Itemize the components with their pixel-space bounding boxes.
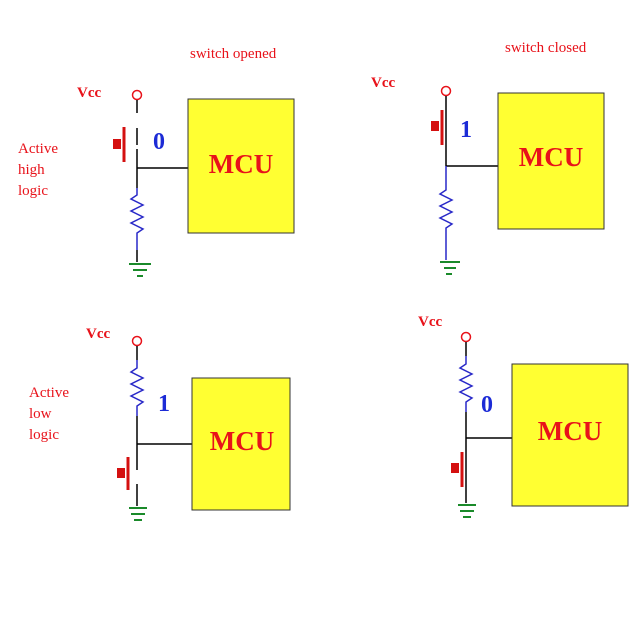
label-active-high: Active high logic <box>18 141 58 199</box>
resistor <box>438 166 454 260</box>
vcc-terminal <box>131 335 143 347</box>
ground-symbol <box>458 504 476 518</box>
vcc-label: Vcc <box>418 314 442 330</box>
mcu-label: MCU <box>519 142 583 172</box>
push-button-switch-closed <box>431 110 444 145</box>
logic-state: 1 <box>460 117 472 143</box>
active-low-line-3: logic <box>29 427 59 443</box>
caption-switch-opened: switch opened <box>190 46 277 62</box>
vcc-terminal <box>460 331 472 343</box>
mcu-box <box>187 98 295 234</box>
circuit-active-low-switch-closed: Vcc 0 MCU <box>418 314 629 518</box>
vcc-label: Vcc <box>77 85 101 101</box>
label-active-low: Active low logic <box>29 385 69 443</box>
vcc-terminal <box>440 85 452 97</box>
circuit-active-low-switch-opened: Vcc 1 MCU <box>86 326 291 521</box>
active-low-line-1: Active <box>29 385 69 401</box>
logic-state: 0 <box>481 392 493 418</box>
active-high-line-1: Active <box>18 141 58 157</box>
caption-switch-closed: switch closed <box>505 40 587 56</box>
mcu-box <box>511 363 629 507</box>
ground-symbol <box>129 507 147 521</box>
active-high-line-2: high <box>18 162 45 178</box>
mcu-label: MCU <box>210 426 274 456</box>
circuit-active-high-switch-opened: Vcc 0 MCU <box>77 85 295 277</box>
ground-symbol <box>129 263 151 277</box>
active-high-line-3: logic <box>18 183 48 199</box>
resistor <box>458 356 474 412</box>
resistor <box>129 188 145 250</box>
push-button-switch-open <box>117 457 130 490</box>
ground-symbol <box>440 261 460 275</box>
active-low-line-2: low <box>29 406 52 422</box>
logic-state: 0 <box>153 129 165 155</box>
vcc-label: Vcc <box>371 75 395 91</box>
vcc-terminal <box>131 89 143 101</box>
logic-state: 1 <box>158 391 170 417</box>
push-button-switch-open <box>113 127 138 162</box>
mcu-box <box>497 92 605 230</box>
mcu-box <box>191 377 291 511</box>
vcc-label: Vcc <box>86 326 110 342</box>
resistor <box>129 360 145 416</box>
mcu-label: MCU <box>209 149 273 179</box>
circuit-active-high-switch-closed: Vcc 1 MCU <box>371 75 605 275</box>
push-button-switch-closed <box>451 452 464 487</box>
mcu-label: MCU <box>538 416 602 446</box>
